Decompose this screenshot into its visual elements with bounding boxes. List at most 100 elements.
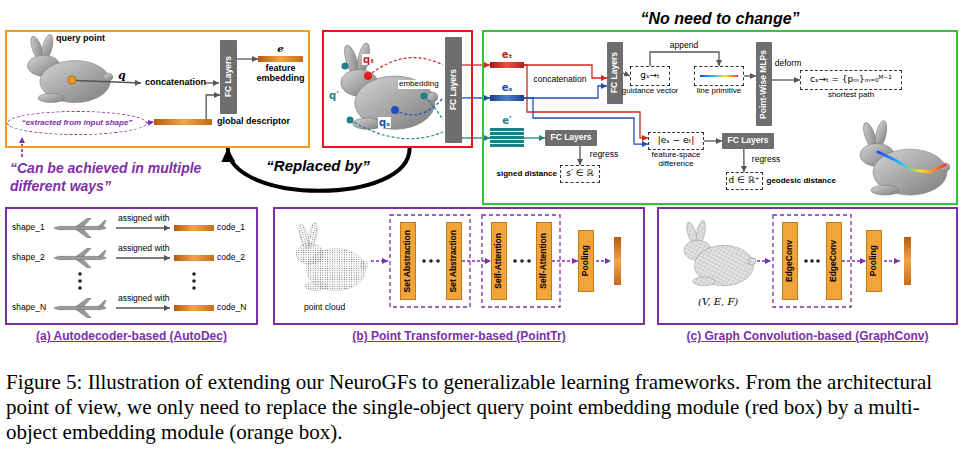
fc-layers: FC Layers — [722, 133, 774, 149]
autodecoder-figure — [78, 286, 82, 290]
autodecoder-figure — [116, 307, 170, 308]
annotation-label: assigned with — [118, 214, 170, 223]
point-transformer-figure — [371, 260, 388, 262]
box-label: feature-space difference — [639, 151, 713, 169]
annotation-label: assigned with — [118, 244, 170, 253]
connector — [237, 58, 258, 59]
global-descriptor-bar: global descriptor — [154, 119, 212, 125]
annotation-label: code_1 — [217, 223, 245, 232]
orange-frame: FC Layers“extracted from input shape”glo… — [5, 30, 310, 148]
autodecoder-figure — [116, 227, 170, 228]
query-bunny — [68, 76, 76, 84]
box-label: FC Layers — [610, 52, 619, 93]
mlp-block: Point-Wise MLPs — [756, 42, 772, 126]
connector — [147, 122, 154, 123]
autodecoder-figure — [54, 248, 106, 268]
box-label: |eₛ − eₜ| — [658, 136, 694, 146]
box-label: shortest path — [828, 91, 874, 100]
point-transformer-figure — [520, 259, 524, 263]
box-label: Set Abstraction — [403, 230, 412, 293]
network-block: Set Abstraction — [446, 222, 462, 300]
embedding-bunny — [350, 120, 443, 139]
connector — [462, 137, 490, 138]
query-bunny — [28, 34, 220, 103]
box-label: (a) Autodecoder-based (AutoDec) — [36, 330, 227, 343]
geodesic-distance-box: d ∈ ℝ⁺geodesic distance — [726, 172, 763, 190]
autodecoder-figure — [54, 298, 106, 318]
annotation-label: code_2 — [217, 253, 245, 262]
annotation-label: query point — [56, 34, 105, 44]
box-label: guidance vector — [622, 87, 678, 96]
connector — [744, 75, 756, 76]
autodecoder-figure — [116, 257, 170, 258]
annotation-label: “Can be achieved in multiple different w… — [10, 160, 210, 195]
graph-conv-figure — [757, 260, 771, 262]
network-block: EdgeConv — [826, 222, 842, 300]
red-frame: FC Layers — [322, 30, 473, 148]
embedding-bunny — [424, 96, 443, 120]
embedding-bar: eₜ — [490, 62, 524, 68]
annotation-label: shape_2 — [12, 253, 45, 262]
connector — [552, 260, 578, 261]
graph-conv-figure — [810, 259, 814, 263]
connector — [772, 79, 800, 80]
embedding-bar: eₛ — [490, 95, 524, 101]
box-label: gₛ→ₜ — [640, 71, 659, 81]
autodecoder-figure — [192, 279, 196, 283]
annotation-label: q — [118, 70, 126, 82]
box-label: feature embedding — [255, 64, 307, 84]
network-block: Set Abstraction — [400, 222, 416, 300]
graph-conv-figure — [773, 215, 851, 307]
pooling-block: Pooling — [866, 230, 882, 292]
connector-label: concatenation — [532, 75, 589, 84]
embedding-stack: e′ — [490, 128, 524, 148]
point-transformer-figure — [422, 259, 426, 263]
annotation-label: qₜ — [362, 54, 375, 65]
graph-conv-figure — [884, 260, 900, 262]
autodecoder-figure — [174, 305, 214, 311]
box-label: Pooling — [581, 245, 590, 276]
connector — [462, 260, 491, 261]
difference-box: |eₛ − eₜ|feature-space difference — [648, 132, 704, 150]
network-block: EdgeConv — [782, 222, 798, 300]
figure-caption: Figure 5: Illustration of extending our … — [6, 370, 958, 445]
box-label: EdgeConv — [829, 240, 838, 282]
point-transformer-figure — [482, 215, 560, 307]
fc-layers: FC Layers — [445, 37, 462, 143]
feature-embedding-bar: efeature embedding — [258, 56, 303, 62]
box-label: Self-Attention — [494, 233, 503, 289]
box-label: s′ ∈ ℝ — [566, 169, 593, 179]
annotation-label: embedding — [398, 80, 440, 89]
embedding-bunny — [341, 42, 443, 138]
box-label: (c) Graph Convolution-based (GraphConv) — [687, 330, 929, 343]
shortest-path-box: cₛ→ₜ = {pₘ}ₘ₌₀ᴹ⁻¹shortest path — [800, 70, 902, 90]
dashed-oval: “extracted from input shape” — [7, 111, 147, 135]
box-label: geodesic distance — [767, 177, 836, 186]
connector-label: deform — [773, 59, 803, 68]
autodecoder-figure — [54, 218, 214, 318]
query-bunny — [76, 81, 141, 84]
method-panel: (c) Graph Convolution-based (GraphConv)E… — [657, 207, 958, 325]
point-transformer-figure — [527, 259, 531, 263]
autodecoder-figure — [192, 286, 196, 290]
box-label: eₜ — [502, 49, 513, 60]
annotation-label: point cloud — [304, 303, 345, 312]
graph-conv-figure — [904, 237, 911, 285]
line-primitive-box: line primitive — [694, 66, 744, 86]
autodecoder-figure — [78, 279, 82, 283]
network-block: Self-Attention — [536, 222, 552, 300]
annotation-label: concatenation — [145, 78, 206, 88]
point-transformer-figure — [436, 259, 440, 263]
connector — [524, 137, 545, 138]
point-transformer-figure — [296, 215, 621, 307]
connector — [228, 148, 410, 191]
graph-conv-figure — [804, 259, 808, 263]
connector — [462, 97, 490, 98]
connector — [206, 95, 220, 119]
fc-layers: FC Layers — [607, 42, 623, 104]
point-transformer-figure — [614, 237, 621, 285]
graph-conv-figure — [816, 259, 820, 263]
autodecoder-figure — [54, 218, 106, 238]
autodecoder-figure — [192, 272, 196, 276]
